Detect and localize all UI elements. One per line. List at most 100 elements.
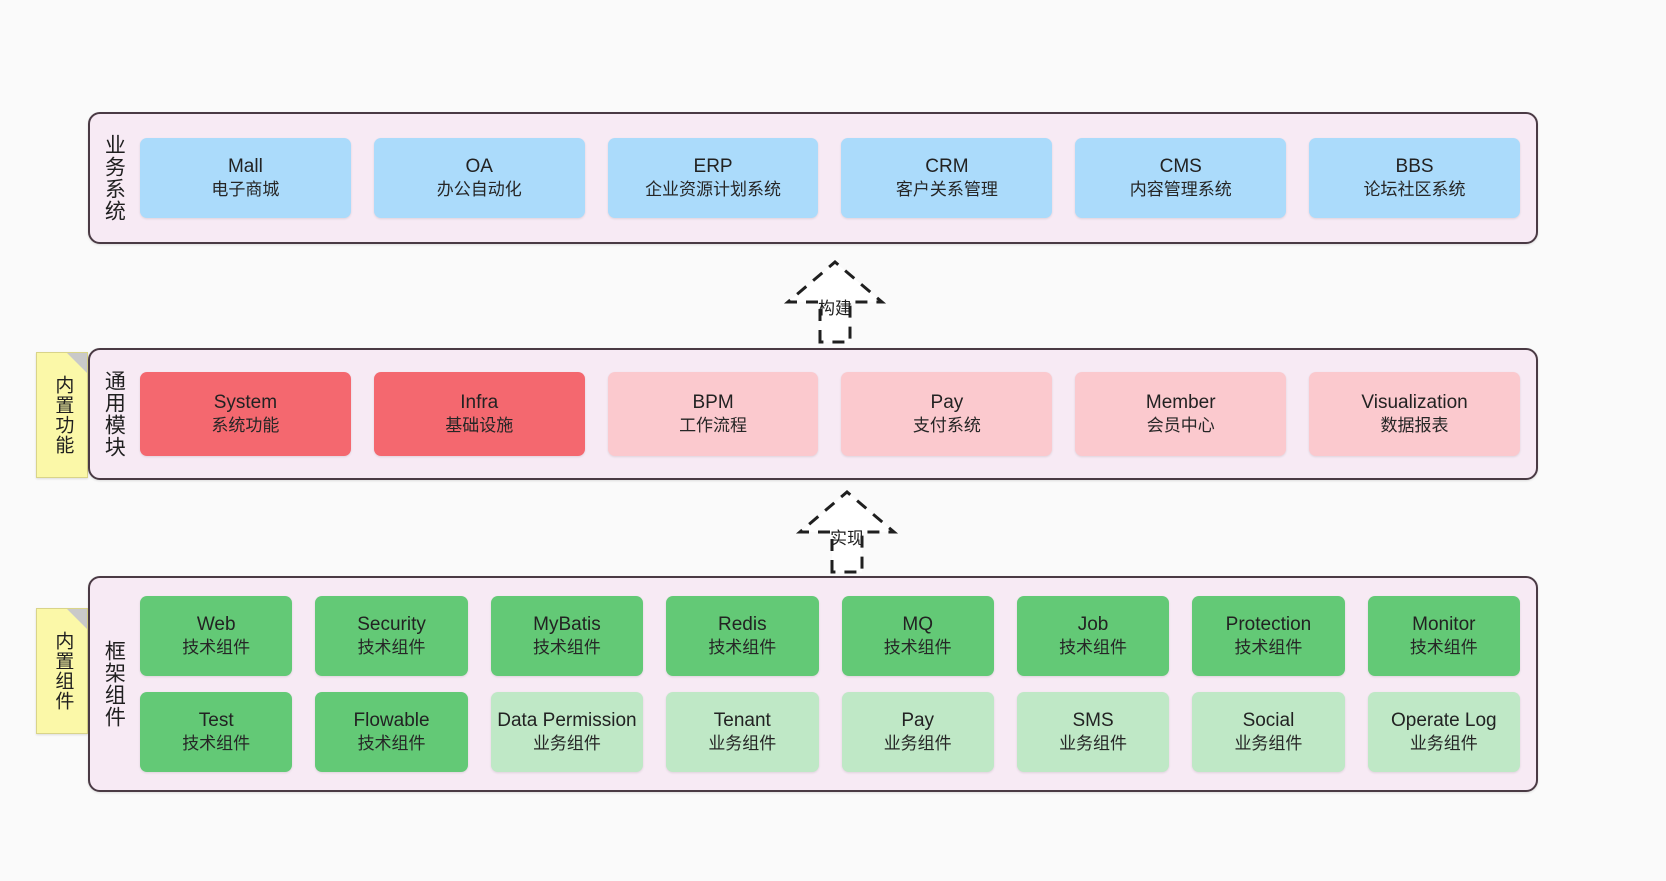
box-subtitle: 论坛社区系统 xyxy=(1363,180,1466,200)
layer-framework-components: 框架组件 Web 技术组件 Security 技术组件 MyBatis 技术组件… xyxy=(88,576,1538,792)
box-sms[interactable]: SMS 业务组件 xyxy=(1016,692,1170,772)
box-subtitle: 业务组件 xyxy=(883,734,952,754)
box-oa[interactable]: OA 办公自动化 xyxy=(373,138,585,218)
box-subtitle: 业务组件 xyxy=(708,734,777,754)
box-social[interactable]: Social 业务组件 xyxy=(1192,692,1345,772)
layer-body-business-system: Mall 电子商城 OA 办公自动化 ERP 企业资源计划系统 CRM 客户关系… xyxy=(136,114,1536,242)
box-infra[interactable]: Infra 基础设施 xyxy=(373,372,585,456)
box-subtitle: 内容管理系统 xyxy=(1129,180,1232,200)
box-subtitle: 办公自动化 xyxy=(436,180,522,200)
box-erp[interactable]: ERP 企业资源计划系统 xyxy=(607,138,819,218)
box-bpm[interactable]: BPM 工作流程 xyxy=(607,372,819,456)
layer-title-common-modules: 通用模块 xyxy=(102,370,126,458)
box-title: Monitor xyxy=(1412,613,1476,635)
note-builtin-functions: 内置功能 xyxy=(36,352,88,478)
connector-build-arrow: 构建 xyxy=(760,258,910,344)
box-title: Operate Log xyxy=(1390,709,1497,731)
box-cms[interactable]: CMS 内容管理系统 xyxy=(1075,138,1287,218)
box-monitor[interactable]: Monitor 技术组件 xyxy=(1367,596,1520,676)
box-title: Test xyxy=(198,709,234,731)
box-title: Security xyxy=(357,613,426,635)
connector-implement-arrow: 实现 xyxy=(772,488,922,574)
box-subtitle: 技术组件 xyxy=(182,734,251,754)
box-system[interactable]: System 系统功能 xyxy=(140,372,351,456)
box-title: CRM xyxy=(925,155,969,177)
box-crm[interactable]: CRM 客户关系管理 xyxy=(841,138,1053,218)
box-redis[interactable]: Redis 技术组件 xyxy=(666,596,819,676)
box-job[interactable]: Job 技术组件 xyxy=(1016,596,1170,676)
box-title: Pay xyxy=(930,391,964,413)
box-title: Data Permission xyxy=(497,709,637,731)
box-subtitle: 基础设施 xyxy=(445,416,514,436)
box-subtitle: 技术组件 xyxy=(883,638,952,658)
box-title: Pay xyxy=(901,709,935,731)
box-subtitle: 系统功能 xyxy=(211,416,280,436)
note-label: 内置功能 xyxy=(52,375,74,455)
box-subtitle: 技术组件 xyxy=(532,638,601,658)
box-data-permission[interactable]: Data Permission 业务组件 xyxy=(490,692,644,772)
box-protection[interactable]: Protection 技术组件 xyxy=(1192,596,1345,676)
layer-business-system: 业务系统 Mall 电子商城 OA 办公自动化 ERP 企业资源计划系统 CRM… xyxy=(88,112,1538,244)
box-flowable[interactable]: Flowable 技术组件 xyxy=(315,692,468,772)
box-subtitle: 业务组件 xyxy=(1409,734,1478,754)
framework-tech-row: Web 技术组件 Security 技术组件 MyBatis 技术组件 Redi… xyxy=(140,596,1520,676)
box-tenant[interactable]: Tenant 业务组件 xyxy=(666,692,819,772)
box-title: ERP xyxy=(693,155,733,177)
box-title: System xyxy=(213,391,278,413)
framework-business-row: Test 技术组件 Flowable 技术组件 Data Permission … xyxy=(140,692,1520,772)
box-subtitle: 会员中心 xyxy=(1146,416,1215,436)
box-mybatis[interactable]: MyBatis 技术组件 xyxy=(490,596,644,676)
box-test[interactable]: Test 技术组件 xyxy=(140,692,293,772)
box-subtitle: 数据报表 xyxy=(1380,416,1449,436)
note-label: 内置组件 xyxy=(52,631,74,711)
box-title: CMS xyxy=(1159,155,1202,177)
box-title: Web xyxy=(196,613,236,635)
box-title: Member xyxy=(1145,391,1216,413)
box-subtitle: 技术组件 xyxy=(1409,638,1478,658)
box-title: Social xyxy=(1242,709,1295,731)
box-title: Protection xyxy=(1225,613,1312,635)
box-title: BBS xyxy=(1395,155,1434,177)
box-pay-module[interactable]: Pay 支付系统 xyxy=(841,372,1053,456)
box-subtitle: 技术组件 xyxy=(1059,638,1128,658)
box-title: SMS xyxy=(1072,709,1114,731)
box-subtitle: 技术组件 xyxy=(1234,638,1303,658)
box-title: BPM xyxy=(692,391,734,413)
box-visualization[interactable]: Visualization 数据报表 xyxy=(1309,372,1520,456)
box-pay-component[interactable]: Pay 业务组件 xyxy=(841,692,994,772)
box-title: Visualization xyxy=(1361,391,1468,413)
box-subtitle: 电子商城 xyxy=(211,180,280,200)
box-subtitle: 客户关系管理 xyxy=(895,180,998,200)
box-subtitle: 业务组件 xyxy=(1234,734,1303,754)
box-title: Redis xyxy=(718,613,767,635)
box-subtitle: 支付系统 xyxy=(912,416,981,436)
box-mq[interactable]: MQ 技术组件 xyxy=(841,596,994,676)
box-member[interactable]: Member 会员中心 xyxy=(1075,372,1287,456)
box-mall[interactable]: Mall 电子商城 xyxy=(140,138,351,218)
box-title: OA xyxy=(465,155,493,177)
common-modules-row: System 系统功能 Infra 基础设施 BPM 工作流程 Pay 支付系统… xyxy=(140,372,1520,456)
box-subtitle: 技术组件 xyxy=(182,638,251,658)
layer-title-business-system: 业务系统 xyxy=(102,134,126,222)
box-bbs[interactable]: BBS 论坛社区系统 xyxy=(1309,138,1520,218)
box-subtitle: 技术组件 xyxy=(708,638,777,658)
connector-implement-label: 实现 xyxy=(830,529,864,548)
box-subtitle: 企业资源计划系统 xyxy=(645,180,782,200)
box-title: Job xyxy=(1077,613,1109,635)
layer-body-common-modules: System 系统功能 Infra 基础设施 BPM 工作流程 Pay 支付系统… xyxy=(136,350,1536,478)
box-subtitle: 业务组件 xyxy=(532,734,601,754)
box-subtitle: 业务组件 xyxy=(1059,734,1128,754)
box-subtitle: 技术组件 xyxy=(357,638,426,658)
box-title: MyBatis xyxy=(533,613,601,635)
box-title: Tenant xyxy=(713,709,771,731)
note-builtin-components: 内置组件 xyxy=(36,608,88,734)
layer-title-framework-components: 框架组件 xyxy=(102,640,126,728)
connector-build-label: 构建 xyxy=(818,299,852,318)
box-title: MQ xyxy=(902,613,933,635)
box-operate-log[interactable]: Operate Log 业务组件 xyxy=(1367,692,1520,772)
box-subtitle: 工作流程 xyxy=(679,416,748,436)
box-web[interactable]: Web 技术组件 xyxy=(140,596,293,676)
box-security[interactable]: Security 技术组件 xyxy=(315,596,468,676)
box-title: Mall xyxy=(227,155,263,177)
